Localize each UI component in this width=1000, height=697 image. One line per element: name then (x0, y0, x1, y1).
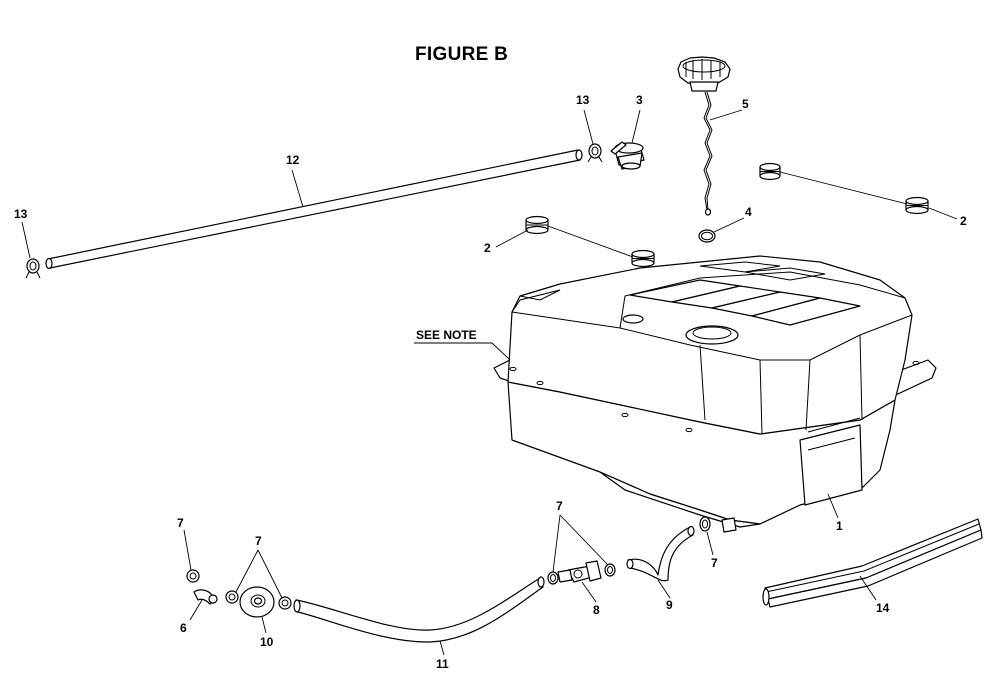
part-2-grommet-b1 (759, 162, 781, 181)
part-2-grommet-a1 (525, 215, 549, 235)
callout-2-right: 2 (960, 214, 967, 228)
part-5-fuel-cap (677, 56, 731, 216)
leader-lines (21, 109, 958, 656)
part-7-clamp-6 (186, 569, 200, 583)
figure-title: FIGURE B (415, 44, 509, 65)
part-9-fuel-hose (626, 525, 695, 582)
part-13-clamp-right (587, 143, 603, 163)
callout-7-pair-10: 7 (255, 534, 262, 548)
callout-13-left: 13 (14, 207, 28, 221)
callout-4: 4 (745, 205, 752, 219)
part-7-clamp-tank (699, 516, 711, 532)
part-12-vent-tube (45, 149, 583, 270)
callout-3: 3 (636, 93, 643, 107)
callout-12: 12 (286, 153, 300, 167)
callout-11: 11 (436, 657, 449, 671)
part-13-clamp-left (25, 258, 41, 279)
callout-7-tank: 7 (711, 556, 718, 570)
callout-7-single: 7 (177, 516, 184, 530)
callout-5: 5 (742, 97, 749, 111)
callout-2-left: 2 (484, 241, 491, 255)
part-2-grommet-a2 (631, 249, 655, 268)
part-7-clamp-10-right (278, 596, 292, 610)
part-7-clamp-filter-left (547, 571, 559, 585)
part-7-clamp-10-left (225, 590, 239, 604)
part-11-fuel-hose (293, 576, 545, 643)
callout-10: 10 (260, 635, 274, 649)
callout-6: 6 (180, 621, 187, 635)
callout-7-pair: 7 (556, 499, 563, 513)
see-note-label: SEE NOTE (416, 328, 477, 342)
part-4-o-ring (698, 229, 716, 243)
grommet-pair-line-b (779, 171, 908, 205)
callout-1: 1 (836, 519, 843, 533)
part-14-foam-strip (762, 518, 983, 608)
part-8-fuel-filter (557, 560, 602, 583)
part-3-vent-valve (610, 141, 645, 170)
part-10-inline-filter (239, 586, 275, 618)
callout-14: 14 (876, 601, 890, 615)
part-1-fuel-tank (493, 255, 937, 533)
part-7-clamp-filter-right (604, 563, 616, 577)
callout-13-right: 13 (576, 93, 590, 107)
callout-8: 8 (593, 603, 600, 617)
part-2-grommet-b2 (905, 196, 929, 215)
part-6-elbow-fitting (193, 589, 218, 605)
callout-9: 9 (666, 598, 673, 612)
grommet-pair-line-a (547, 225, 634, 258)
